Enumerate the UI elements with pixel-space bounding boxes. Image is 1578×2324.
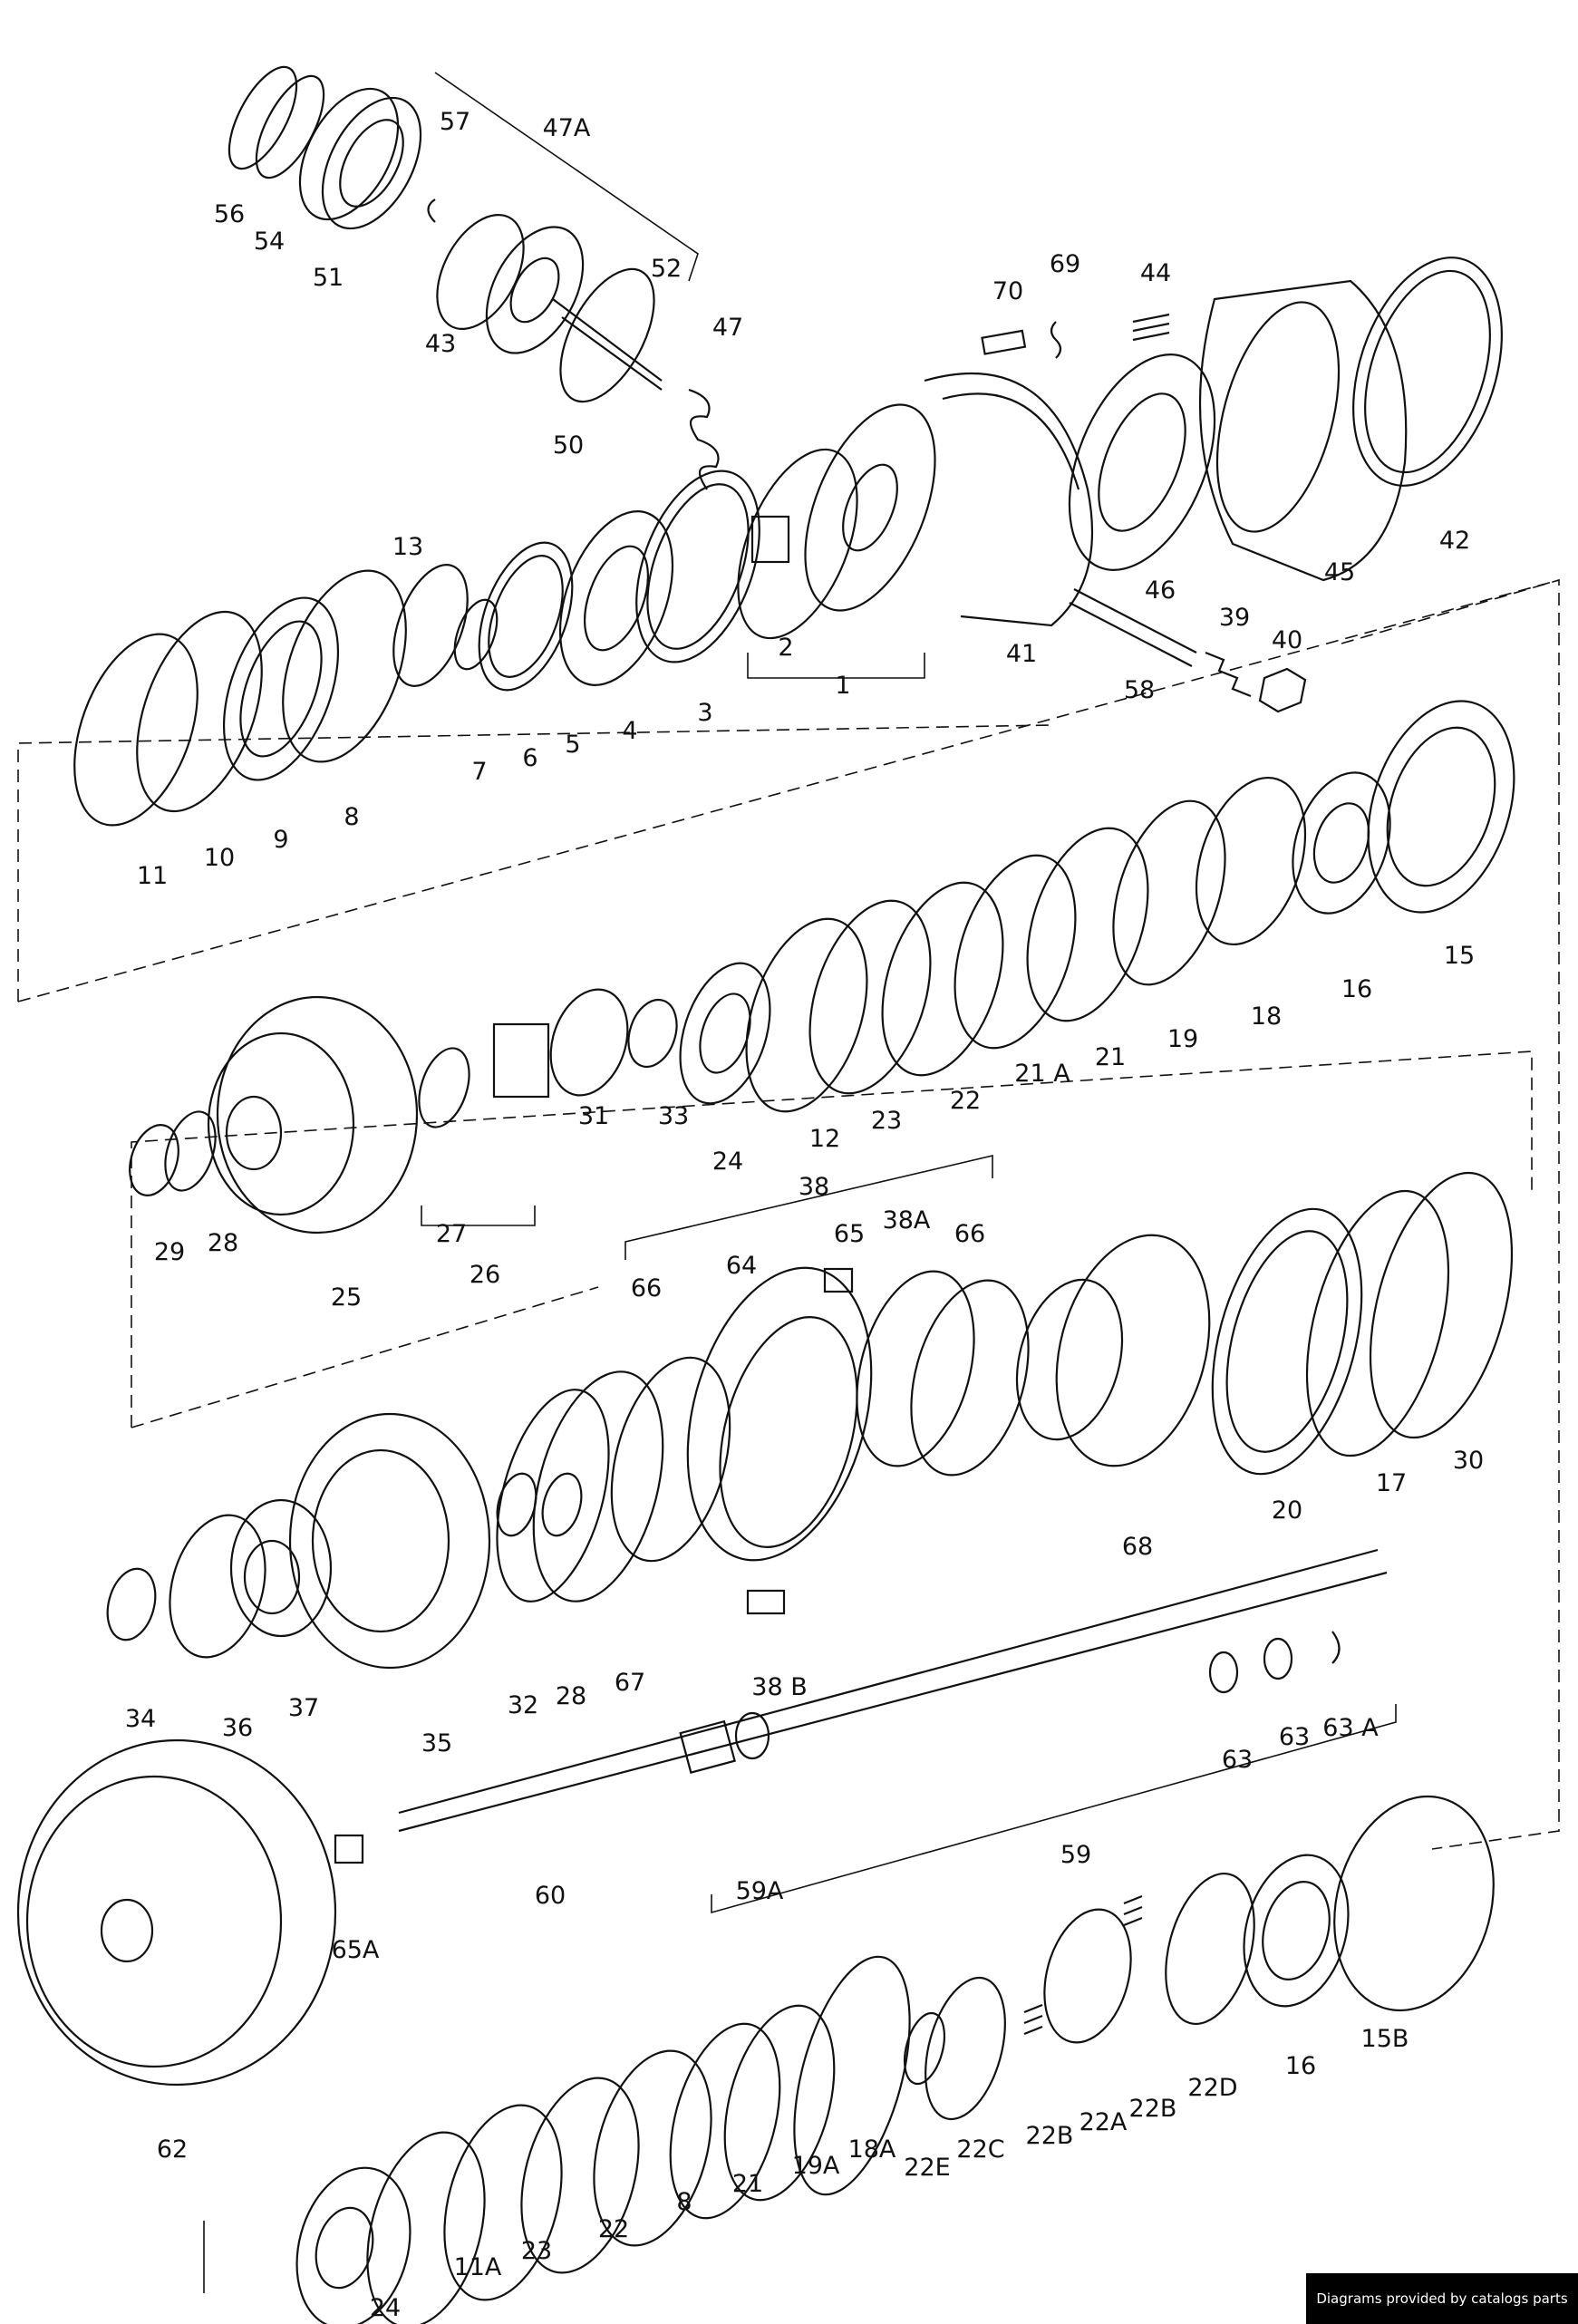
label-22d: 22D: [1187, 2074, 1237, 2102]
label-18a: 18A: [848, 2135, 896, 2164]
label-60: 60: [535, 1882, 566, 1910]
label-26: 26: [470, 1261, 500, 1289]
label-16: 16: [1341, 975, 1372, 1003]
part-labels: 56 54 51 57 47A 52 43 50 47 70 69 44 42 …: [125, 108, 1484, 2322]
credit-banner: Diagrams provided by catalogs parts: [1306, 2273, 1578, 2324]
label-59: 59: [1060, 1841, 1091, 1869]
label-63b: 63: [1279, 1723, 1310, 1751]
label-66b: 66: [954, 1220, 985, 1248]
label-16b: 16: [1285, 2052, 1316, 2080]
label-27: 27: [436, 1220, 467, 1248]
label-24: 24: [712, 1147, 743, 1176]
label-24b: 24: [370, 2294, 401, 2322]
label-41: 41: [1006, 640, 1037, 668]
label-63a: 63: [1222, 1746, 1253, 1774]
label-22: 22: [950, 1087, 981, 1115]
leader-lines: [17, 72, 1560, 2293]
label-4: 4: [622, 717, 637, 745]
label-23: 23: [871, 1107, 902, 1135]
label-28b: 28: [556, 1682, 586, 1710]
label-22b2: 22B: [1129, 2095, 1177, 2123]
section-4-shaft: [334, 1548, 1388, 1864]
label-8b: 8: [676, 2188, 692, 2216]
label-20: 20: [1272, 1496, 1302, 1525]
label-51: 51: [313, 264, 344, 292]
label-22e: 22E: [904, 2154, 950, 2182]
label-32: 32: [508, 1691, 538, 1719]
label-1: 1: [835, 672, 850, 700]
label-10: 10: [204, 844, 235, 872]
label-47: 47: [712, 314, 743, 342]
label-67: 67: [615, 1669, 645, 1697]
label-40: 40: [1272, 626, 1302, 654]
label-38a: 38A: [883, 1206, 931, 1235]
label-62: 62: [157, 2135, 188, 2164]
label-50: 50: [553, 431, 584, 460]
label-38b: 38 B: [751, 1673, 807, 1701]
section-3-parts: [106, 1171, 1514, 1670]
label-15b: 15B: [1361, 2025, 1409, 2053]
label-5: 5: [565, 731, 580, 759]
label-19: 19: [1167, 1025, 1198, 1053]
label-22a: 22A: [1079, 2108, 1128, 2136]
label-70: 70: [992, 277, 1023, 305]
label-63c: 63 A: [1322, 1714, 1379, 1742]
label-19a: 19A: [792, 2152, 840, 2180]
label-7: 7: [471, 758, 487, 786]
label-21: 21: [1095, 1043, 1126, 1071]
label-66a: 66: [631, 1274, 662, 1302]
label-22b: 22: [598, 2215, 629, 2243]
section-1-parts: [73, 65, 1503, 827]
label-59a: 59A: [736, 1877, 784, 1905]
label-2: 2: [778, 634, 793, 662]
label-13: 13: [392, 533, 423, 561]
label-9: 9: [273, 826, 288, 854]
label-12: 12: [809, 1125, 840, 1153]
label-65: 65: [834, 1220, 865, 1248]
label-22b1: 22B: [1026, 2122, 1074, 2150]
label-45: 45: [1324, 558, 1355, 586]
label-21b: 21: [732, 2170, 763, 2198]
label-29: 29: [154, 1238, 185, 1266]
label-15: 15: [1444, 942, 1475, 970]
label-22c: 22C: [956, 2135, 1004, 2164]
label-65a: 65A: [332, 1936, 380, 1964]
label-54: 54: [254, 228, 285, 256]
label-21a: 21 A: [1014, 1060, 1070, 1088]
label-38: 38: [799, 1173, 829, 1201]
label-17: 17: [1376, 1469, 1407, 1497]
label-36: 36: [222, 1714, 253, 1742]
label-44: 44: [1140, 259, 1171, 287]
label-23b: 23: [521, 2237, 552, 2265]
label-64: 64: [726, 1252, 757, 1280]
label-31: 31: [578, 1102, 609, 1130]
label-39: 39: [1219, 604, 1250, 632]
label-69: 69: [1050, 250, 1080, 278]
label-46: 46: [1145, 576, 1176, 605]
label-37: 37: [288, 1694, 319, 1722]
label-56: 56: [214, 200, 245, 228]
label-33: 33: [658, 1102, 689, 1130]
section-5-parts: [16, 1738, 1495, 2324]
label-3: 3: [697, 699, 712, 727]
label-25: 25: [331, 1283, 362, 1312]
label-18: 18: [1251, 1002, 1282, 1031]
label-47a: 47A: [543, 114, 591, 142]
label-6: 6: [522, 744, 537, 772]
label-34: 34: [125, 1705, 156, 1733]
label-52: 52: [651, 255, 682, 283]
label-30: 30: [1453, 1447, 1484, 1475]
label-11: 11: [137, 862, 168, 890]
label-58: 58: [1124, 676, 1155, 704]
label-28: 28: [208, 1229, 238, 1257]
label-57: 57: [440, 108, 470, 136]
label-11a: 11A: [454, 2253, 502, 2281]
label-43: 43: [425, 330, 456, 358]
section-2-parts: [129, 700, 1515, 1235]
label-8: 8: [344, 803, 359, 831]
label-35: 35: [421, 1729, 452, 1758]
label-68: 68: [1122, 1533, 1153, 1561]
label-42: 42: [1439, 527, 1470, 555]
